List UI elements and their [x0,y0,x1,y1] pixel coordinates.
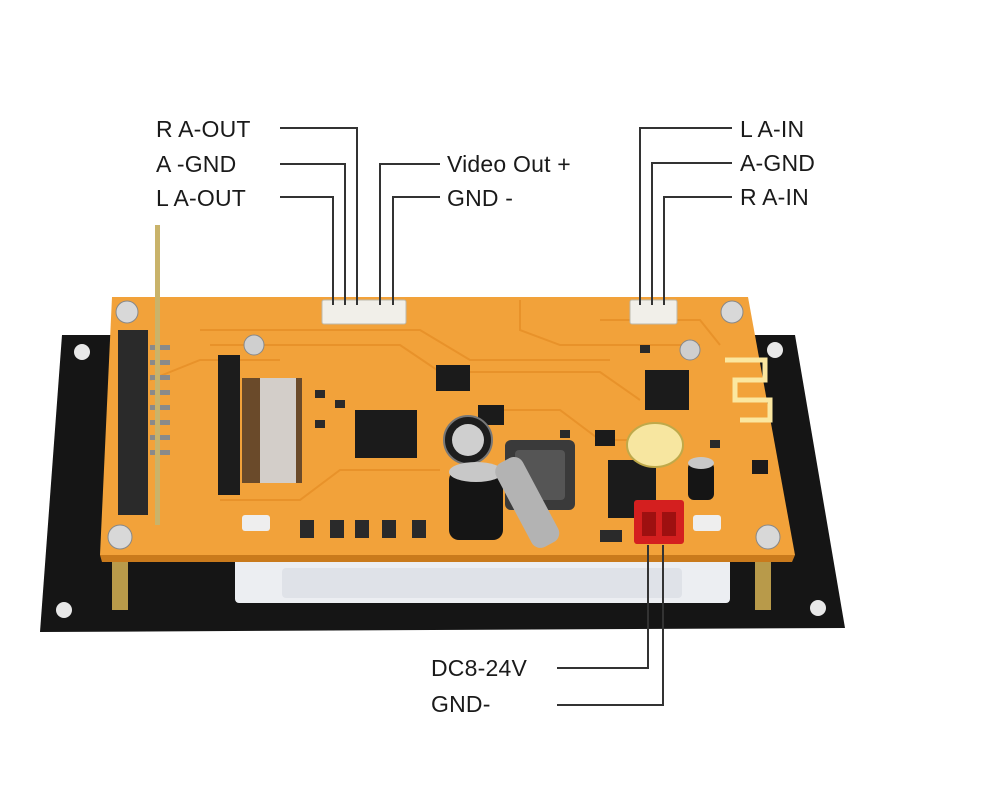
antenna-trace [725,357,773,423]
pcb-pad [242,515,270,531]
label-a-gnd-left: A -GND [156,151,237,177]
audio-out-video-connector [321,299,407,325]
plate-hole [810,600,826,616]
chip [478,405,504,425]
capacitor [688,462,714,500]
coin-battery [626,422,684,468]
power-connector-slot [662,512,676,536]
pcb-pad [693,515,721,531]
smd-parts [300,345,720,542]
chip [595,430,615,446]
leader-l-a-in [639,127,732,305]
plate-hole [74,344,90,360]
chip [752,460,768,474]
label-l-a-in: L A-IN [740,116,805,142]
leader-r-a-in [663,196,732,305]
screws [107,300,781,550]
power-connector-slot [642,512,656,536]
plate-hole [767,342,783,358]
plate-hole [56,602,72,618]
label-video-out: Video Out + [447,151,571,177]
label-l-a-out: L A-OUT [156,185,247,211]
label-gnd-video: GND - [447,185,514,211]
leader-r-a-out [280,127,358,305]
leader-gnd-video [392,196,440,305]
ribbon-cable-lock [260,378,296,483]
label-r-a-out: R A-OUT [156,116,251,142]
capacitor-top [449,462,503,482]
standoff [112,552,128,610]
audio-in-connector [629,299,678,325]
chip [436,365,470,391]
capacitor [449,470,503,540]
power-connector [634,500,684,544]
standoff [755,552,771,610]
pcb-edge [100,555,795,562]
leader-lines [280,127,732,706]
capacitor-top [452,424,484,456]
main-chip [355,410,417,458]
label-gnd-power: GND- [431,691,491,717]
leader-l-a-out [280,196,334,305]
leader-a-gnd-right [651,162,732,305]
wire-antenna [155,225,160,525]
ceramic-resistor [495,456,560,548]
card-slot [118,330,148,515]
leader-a-gnd-left [280,163,346,305]
label-r-a-in: R A-IN [740,184,809,210]
display-module-edge [282,568,682,598]
ribbon-connector [218,355,240,495]
label-a-gnd-right: A-GND [740,150,816,176]
capacitor-top [688,457,714,469]
leader-gnd-power [557,545,664,706]
leader-dc-power [557,545,649,669]
leader-video-out [379,163,440,305]
chip [645,370,689,410]
label-dc-power: DC8-24V [431,655,527,681]
